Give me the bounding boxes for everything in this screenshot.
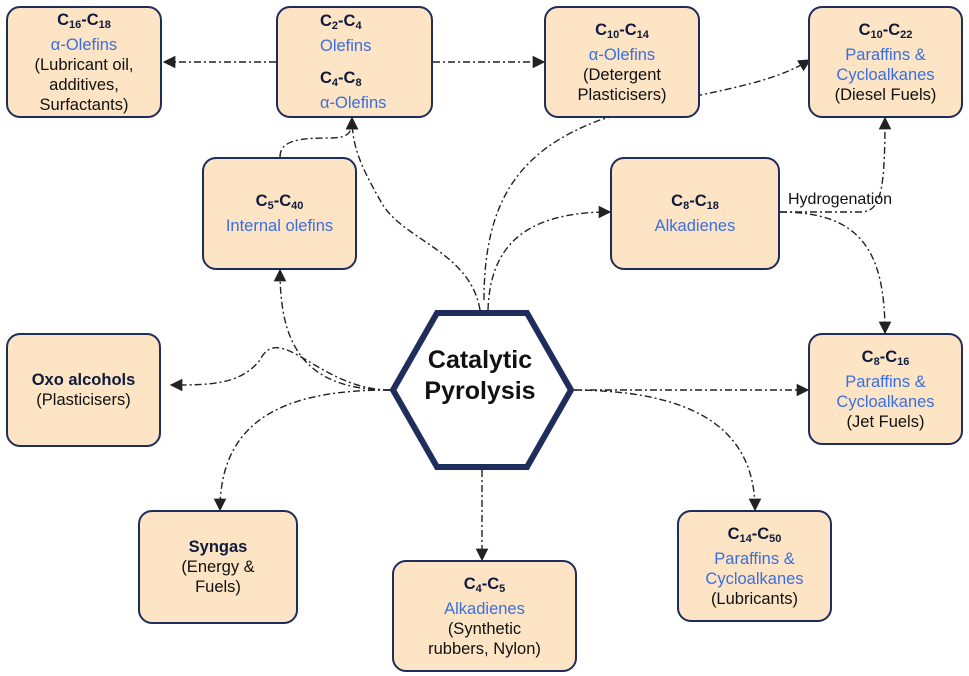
node-header: C10-C14	[595, 20, 649, 41]
node-use-line: (Plasticisers)	[36, 391, 131, 409]
node-header: C4-C5	[463, 574, 506, 595]
node-product: Alkadienes	[654, 217, 736, 235]
node-use-line: Plasticisers)	[577, 85, 667, 104]
node-syngas: Syngas (Energy & Fuels)	[138, 510, 298, 624]
edge-c8c18-to-c8c16	[779, 211, 892, 335]
node-product: Cycloalkanes	[836, 392, 935, 411]
node-c10-c14: C10-C14 α-Olefins (Detergent Plasticiser…	[544, 6, 700, 118]
node-use-line: (Detergent	[583, 65, 661, 84]
edge-center-to-c14c50	[569, 389, 762, 512]
node-product: Olefins	[320, 37, 372, 55]
edge-c5c40-to-c2c4	[279, 116, 359, 158]
edge-center-to-syngas	[213, 389, 391, 512]
node-product: α-Olefins	[588, 45, 656, 64]
node-header: C8-C18	[671, 192, 719, 212]
node-product: Internal olefins	[225, 217, 334, 235]
node-use-line: (Diesel Fuels)	[834, 85, 937, 104]
node-c5-c40: C5-C40 Internal olefins	[202, 157, 357, 270]
edge-center-to-c2c4	[345, 116, 481, 311]
node-use-line: Fuels)	[195, 578, 241, 596]
node-header: C8-C16	[861, 347, 910, 368]
node-c8-c16: C8-C16 Paraffins & Cycloalkanes (Jet Fue…	[808, 333, 963, 445]
node-c2-c4-olefins: C2-C4 Olefins C4-C8 α-Olefins	[276, 6, 433, 118]
node-product-secondary: α-Olefins	[320, 94, 387, 112]
edge-center-to-c5c40	[273, 268, 391, 391]
node-header-secondary: C4-C8	[320, 69, 362, 89]
node-header: C5-C40	[255, 192, 304, 212]
node-product: α-Olefins	[50, 35, 118, 54]
center-label-line2: Pyrolysis	[424, 377, 536, 405]
node-use-line: (Lubricants)	[710, 589, 799, 608]
center-label: Catalytic Pyrolysis	[400, 345, 560, 407]
node-product: Paraffins &	[714, 549, 795, 568]
node-title: Oxo alcohols	[31, 371, 136, 389]
node-use-line: (Synthetic	[447, 619, 522, 638]
node-c16-c18: C16-C18 α-Olefins (Lubricant oil, additi…	[6, 6, 162, 118]
center-label-line1: Catalytic	[427, 346, 533, 374]
node-product: Alkadienes	[444, 599, 525, 618]
edge-center-to-c10c22	[483, 59, 812, 301]
node-title: Syngas	[188, 538, 248, 556]
node-c4-c5: C4-C5 Alkadienes (Synthetic rubbers, Nyl…	[392, 560, 577, 672]
node-header: C10-C22	[858, 20, 913, 41]
node-c10-c22: C10-C22 Paraffins & Cycloalkanes (Diesel…	[808, 6, 963, 118]
node-header: C16-C18	[57, 10, 111, 31]
node-product: Paraffins &	[845, 45, 926, 64]
node-oxo-alcohols: Oxo alcohols (Plasticisers)	[6, 333, 161, 447]
node-header: C14-C50	[727, 524, 782, 545]
hydrogenation-label: Hydrogenation	[788, 191, 893, 208]
node-use-line: (Jet Fuels)	[846, 412, 925, 431]
node-product: Paraffins &	[845, 372, 926, 391]
node-product: Cycloalkanes	[836, 65, 935, 84]
center-hexagon	[389, 310, 575, 470]
node-use-line: rubbers, Nylon)	[428, 639, 541, 658]
node-product: Cycloalkanes	[705, 569, 804, 588]
node-use-line: additives,	[49, 75, 119, 94]
edge-center-to-oxo	[169, 346, 391, 392]
node-use-line: (Energy &	[181, 558, 255, 576]
node-header: C2-C4	[320, 12, 362, 32]
node-c8-c18: C8-C18 Alkadienes	[610, 157, 780, 270]
node-use-line: Surfactants)	[39, 95, 129, 114]
node-use-line: (Lubricant oil,	[34, 55, 134, 74]
edge-c8c18-to-c10c22	[780, 116, 892, 213]
node-c14-c50: C14-C50 Paraffins & Cycloalkanes (Lubric…	[677, 510, 832, 622]
edge-center-to-c8c18	[487, 205, 612, 311]
